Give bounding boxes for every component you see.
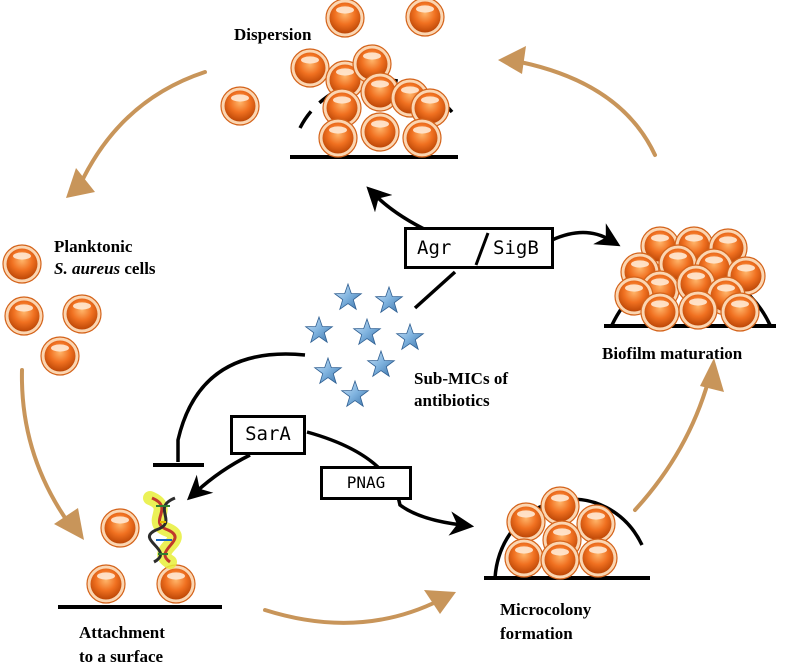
cycle-arrowheads <box>54 46 724 614</box>
cycle-arrowhead-planktonic <box>66 168 95 198</box>
dispersion-cluster <box>220 0 458 159</box>
agr-label: Agr <box>417 237 452 259</box>
agr-sigb-divider <box>474 232 490 266</box>
dispersion-text: Dispersion <box>234 25 312 44</box>
label-microcolony: Microcolony formation <box>500 598 591 646</box>
attachment-line1: Attachment <box>79 623 165 642</box>
label-planktonic: Planktonic S. aureus cells <box>54 236 156 280</box>
cycle-arrow-dispersion-to-planktonic <box>78 70 207 187</box>
maturation-cluster <box>604 226 776 332</box>
planktonic-species: S. aureus <box>54 259 121 278</box>
planktonic-line1: Planktonic <box>54 237 133 256</box>
label-attachment: Attachment to a surface <box>79 621 165 669</box>
antibiotic-stars <box>305 283 424 407</box>
cycle-arrowhead-microcolony <box>424 590 456 614</box>
antibiotics-line1: Sub-MICs of <box>414 369 508 388</box>
label-maturation: Biofilm maturation <box>602 343 742 365</box>
microcolony-line2: formation <box>500 624 573 643</box>
label-antibiotics: Sub-MICs of antibiotics <box>414 368 508 412</box>
cycle-arrowhead-dispersion <box>498 46 526 74</box>
attachment-cluster <box>58 508 222 609</box>
microcolony-line1: Microcolony <box>500 600 592 619</box>
agr-sigb-box: Agr SigB <box>404 227 554 269</box>
cycle-arrow-attachment-to-microcolony <box>263 598 442 625</box>
cycle-arrow-planktonic-to-attachment <box>19 368 72 527</box>
attachment-line2: to a surface <box>79 647 164 666</box>
line-antibiotics-to-agr <box>413 270 457 310</box>
line-sigb-to-maturation <box>551 223 621 247</box>
maturation-text: Biofilm maturation <box>602 344 743 363</box>
pnag-label: PNAG <box>346 473 386 492</box>
planktonic-rest: cells <box>120 259 156 278</box>
label-dispersion: Dispersion <box>234 24 311 46</box>
cycle-arrow-microcolony-to-maturation <box>633 373 712 512</box>
cycle-arrowhead-attachment <box>54 508 84 540</box>
line-antibiotics-inhibit-attachment <box>176 352 306 462</box>
cycle-arrows <box>19 58 712 625</box>
sigb-label: SigB <box>493 237 539 259</box>
sara-label: SarA <box>245 423 291 445</box>
microcolony-cluster <box>484 486 650 580</box>
cycle-arrowhead-maturation <box>700 358 724 392</box>
dna-icon <box>143 491 182 569</box>
antibiotics-line2: antibiotics <box>414 391 490 410</box>
line-sara-to-attachment <box>186 453 251 501</box>
pnag-box: PNAG <box>320 466 412 500</box>
line-sara-to-microcolony <box>306 430 475 536</box>
sara-box: SarA <box>230 415 306 455</box>
planktonic-line2: S. aureus cells <box>54 258 156 280</box>
cycle-arrow-maturation-to-dispersion <box>508 58 657 157</box>
